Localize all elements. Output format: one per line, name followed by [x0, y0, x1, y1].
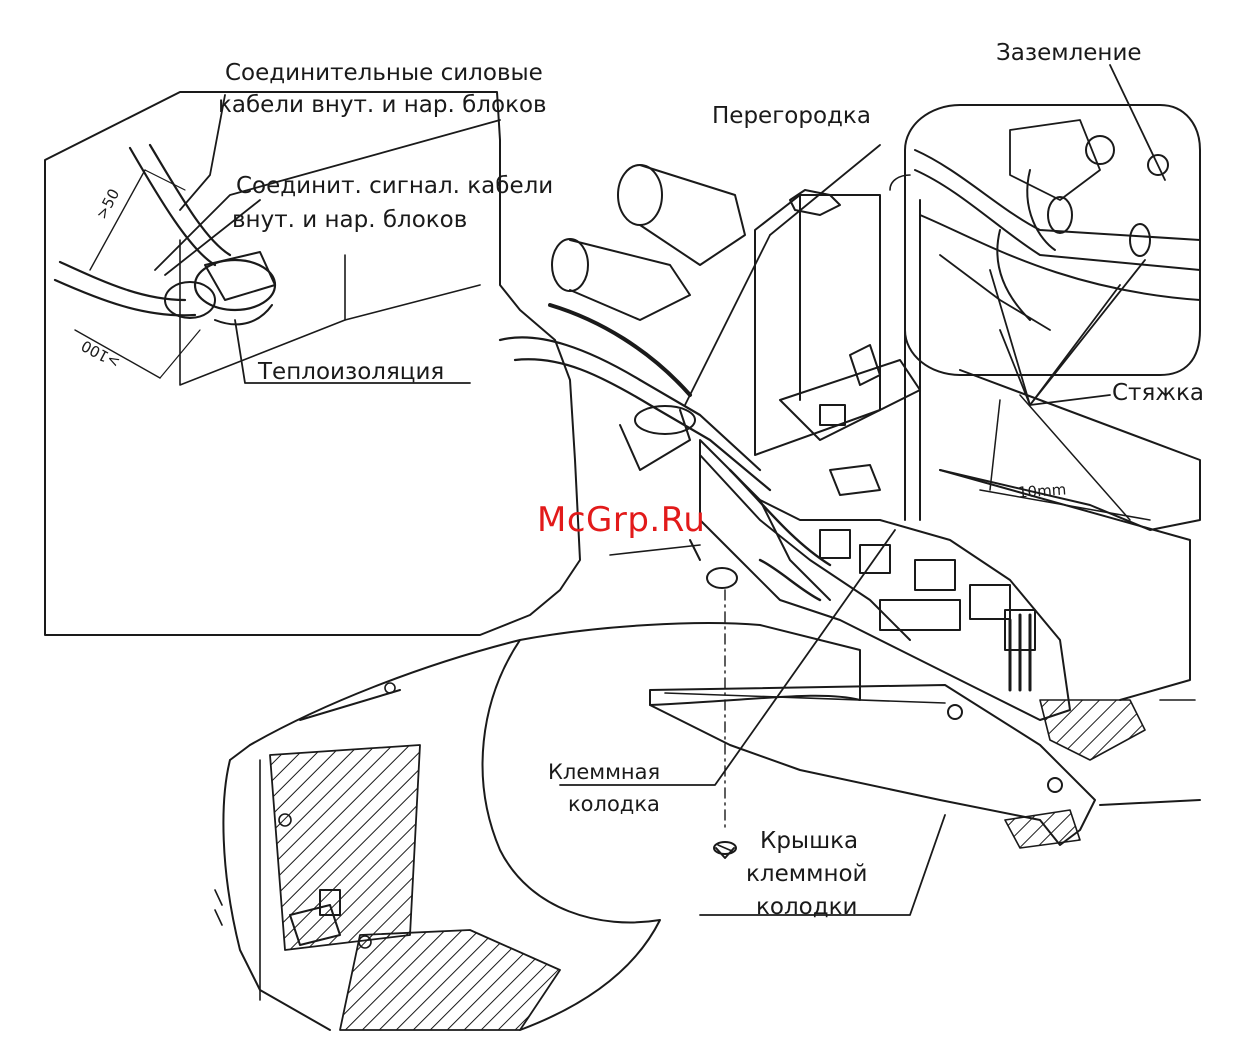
label-terminal-cover-line2: клеммной [746, 861, 868, 887]
label-power-cables-line1: Соединительные силовые [225, 60, 543, 86]
leader-lines-left [155, 95, 500, 383]
label-power-cables-line2: кабели внут. и нар. блоков [218, 92, 547, 118]
unit-frame-right [610, 175, 1195, 700]
screw [714, 842, 736, 858]
label-thermal-insulation: Теплоизоляция [258, 359, 444, 385]
unit-body-right [940, 370, 1200, 805]
terminal-block [690, 440, 1070, 720]
label-cable-tie: Стяжка [1112, 380, 1204, 406]
watermark-text: McGrp.Ru [537, 500, 705, 540]
leader-lines-bottom [560, 530, 945, 915]
label-terminal-cover-line3: колодки [756, 894, 857, 920]
partition-assembly [685, 145, 920, 640]
label-grounding: Заземление [996, 40, 1142, 66]
terminal-cover [650, 685, 1095, 848]
label-signal-cables-line1: Соединит. сигнал. кабели [236, 173, 553, 199]
label-terminal-block-line2: колодка [568, 792, 660, 816]
unit-body-lower [215, 623, 860, 1030]
label-terminal-cover-line1: Крышка [760, 828, 858, 854]
label-terminal-block-line1: Клеммная [548, 760, 660, 784]
grounding-inset [905, 65, 1200, 375]
label-partition: Перегородка [712, 103, 871, 129]
label-signal-cables-line2: внут. и нар. блоков [232, 207, 467, 233]
dimension-10mm: 10mm [1017, 480, 1066, 501]
